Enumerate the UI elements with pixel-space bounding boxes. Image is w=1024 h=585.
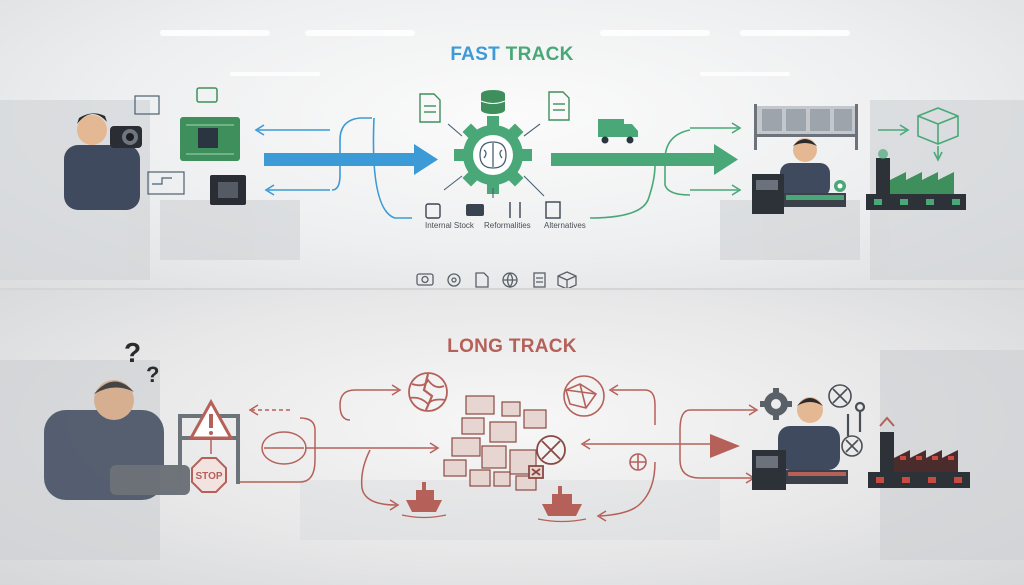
fast-forward-arrows-right [589,122,943,219]
panel-divider [0,288,1024,291]
database-icon [480,90,506,114]
network-globe-icon [563,375,647,471]
tools-icon [846,401,866,436]
document-icon [419,91,570,123]
globe-icon [502,272,518,289]
fast-track-panel: FAST TRACK [0,0,1024,290]
cross-icon [828,384,863,457]
long-main-arrow-head [710,434,740,458]
caption-reformalities: Reformalities [484,221,531,230]
stop-sign-text: STOP [195,471,222,482]
fast-return-arrows-left [254,117,412,219]
legend-icons [416,271,577,290]
fast-track-title-track: TRACK [505,44,574,65]
photographer-figure [64,113,142,210]
circuit-board-icon [180,117,240,161]
worker-figure [752,138,846,214]
caption-alternatives: Alternatives [544,221,586,230]
stop-sign-icon: STOP [191,457,227,493]
svg-text:?: ? [146,362,159,387]
gear-icon [760,388,792,420]
long-track-title: LONG TRACK [447,336,577,357]
camera-icon [416,273,434,286]
schematic-icon [134,95,185,195]
internal-stock-icons [425,201,561,219]
warehouse-shelves-icon [754,104,858,150]
factory-icon [866,149,966,210]
svg-text:?: ? [124,337,141,368]
gear-brain-icon [454,116,532,194]
box-icon [557,271,577,290]
long-track-diagram: ? ? STOP [0,337,1024,560]
fast-track-diagram [0,30,1024,290]
ship-icon [401,482,587,523]
broken-globe-icon [408,372,448,412]
warning-sign-icon [178,398,240,484]
chip-icon [196,87,246,205]
caption-internal-stock: Internal Stock [425,221,474,230]
cross-icon [528,435,566,479]
fast-track-title-fast: FAST [450,44,501,65]
long-track-panel: LONG TRACK ? ? [0,290,1024,585]
fast-main-arrow-blue [264,144,438,175]
checklist-icon [533,272,546,288]
truck-icon [598,119,638,144]
gear-connectors [443,123,545,198]
long-return-arrows-left [240,384,440,511]
package-icon [917,107,959,145]
gear-icon [447,273,461,287]
fast-main-arrow-green [551,144,738,175]
factory-icon [868,416,970,488]
question-marks-icon: ? ? [124,337,159,387]
gear-icon [834,180,846,192]
document-icon [475,272,489,288]
technician-figure [752,397,848,490]
confused-worker-figure [44,380,190,500]
fast-track-title: FAST TRACK [0,44,1024,66]
ceiling-lights [160,30,850,76]
